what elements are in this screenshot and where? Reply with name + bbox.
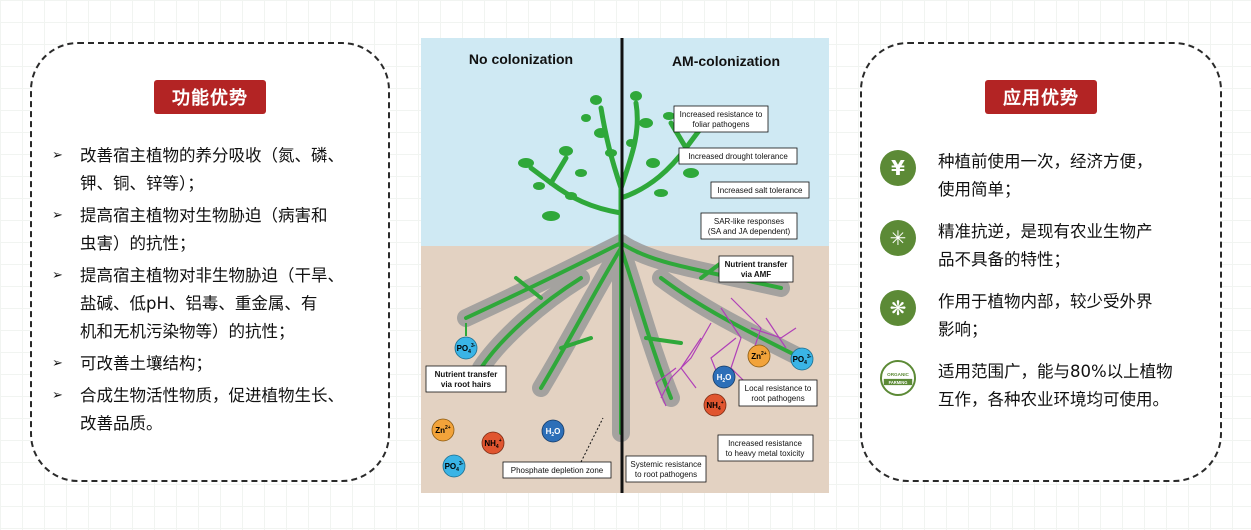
functional-advantages-list: ➢改善宿主植物的养分吸收（氮、磷、钾、铜、锌等）； ➢提高宿主植物对生物胁迫（病…	[52, 142, 374, 442]
wheat-plant-icon: ✳	[880, 220, 916, 256]
svg-text:Systemic resistance: Systemic resistance	[630, 460, 702, 469]
application-advantages-panel: 应用优势 ¥ 种植前使用一次，经济方便，使用简单； ✳ 精准抗逆，是现有农业生物…	[860, 42, 1222, 482]
svg-text:NH4+: NH4+	[484, 438, 501, 450]
zn-ion-right: Zn2+	[747, 344, 771, 368]
svg-text:Zn2+: Zn2+	[435, 425, 451, 435]
salt-tolerance-box: Increased salt tolerance	[710, 181, 810, 199]
heading-am-colonization: AM-colonization	[672, 53, 780, 69]
po4-ion-left-bottom: PO43-	[442, 454, 466, 478]
svg-text:PO43-: PO43-	[457, 343, 476, 355]
heading-no-colonization: No colonization	[469, 51, 573, 67]
nh4-ion-left: NH4+	[481, 431, 505, 455]
foliar-resistance-box: Increased resistance to foliar pathogens	[673, 105, 769, 133]
list-item: ➢提高宿主植物对生物胁迫（病害和虫害）的抗性；	[52, 202, 374, 258]
svg-text:Nutrient transfer: Nutrient transfer	[435, 370, 498, 379]
svg-text:PO43-: PO43-	[793, 354, 812, 366]
svg-text:to heavy metal toxicity: to heavy metal toxicity	[726, 449, 805, 458]
svg-text:H2O: H2O	[717, 373, 732, 384]
po4-ion-right: PO43-	[790, 347, 814, 371]
arrow-bullet-icon: ➢	[52, 148, 63, 163]
list-item: ➢改善宿主植物的养分吸收（氮、磷、钾、铜、锌等）；	[52, 142, 374, 198]
am-colonization-diagram: No colonization AM-colonization Increase…	[421, 38, 829, 493]
list-item: ❋ 作用于植物内部，较少受外界影响；	[880, 288, 1206, 344]
list-item: ¥ 种植前使用一次，经济方便，使用简单；	[880, 148, 1206, 204]
yuan-coin-icon: ¥	[880, 150, 916, 186]
arrow-bullet-icon: ➢	[52, 208, 63, 223]
arrow-bullet-icon: ➢	[52, 356, 63, 371]
svg-text:Increased drought tolerance: Increased drought tolerance	[688, 152, 788, 161]
arrow-bullet-icon: ➢	[52, 388, 63, 403]
svg-text:FARMING: FARMING	[889, 380, 908, 385]
list-item: ➢合成生物活性物质，促进植物生长、改善品质。	[52, 382, 374, 438]
po4-ion-left-top: PO43-	[454, 336, 478, 360]
list-item: ➢提高宿主植物对非生物胁迫（干旱、盐碱、低pH、铝毒、重金属、有机和无机污染物等…	[52, 262, 374, 346]
application-advantages-list: ¥ 种植前使用一次，经济方便，使用简单； ✳ 精准抗逆，是现有农业生物产品不具备…	[880, 148, 1206, 428]
svg-text:Phosphate depletion zone: Phosphate depletion zone	[511, 466, 604, 475]
zn-ion-left: Zn2+	[431, 418, 455, 442]
nh4-ion-right: NH4+	[703, 393, 727, 417]
svg-text:H2O: H2O	[546, 427, 561, 438]
svg-text:SAR-like responses: SAR-like responses	[714, 217, 784, 226]
application-advantages-title: 应用优势	[985, 80, 1097, 114]
svg-text:Increased salt tolerance: Increased salt tolerance	[718, 186, 803, 195]
svg-text:root pathogens: root pathogens	[751, 394, 804, 403]
svg-text:via root hairs: via root hairs	[441, 380, 492, 389]
organic-farming-icon: ORGANIC FARMING	[880, 360, 916, 396]
arrow-bullet-icon: ➢	[52, 268, 63, 283]
drought-tolerance-box: Increased drought tolerance	[678, 147, 798, 165]
list-item: ➢可改善土壤结构；	[52, 350, 374, 378]
svg-text:Increased resistance to: Increased resistance to	[680, 110, 763, 119]
svg-text:Local resistance to: Local resistance to	[745, 384, 812, 393]
svg-text:Increased resistance: Increased resistance	[728, 439, 802, 448]
svg-text:ORGANIC: ORGANIC	[887, 372, 909, 377]
depletion-pointer	[580, 417, 604, 463]
svg-text:via AMF: via AMF	[741, 270, 771, 279]
list-item: ORGANIC FARMING 适用范围广，能与80%以上植物互作，各种农业环境…	[880, 358, 1206, 414]
systemic-resistance-box: Systemic resistance to root pathogens	[625, 455, 707, 483]
h2o-molecule-left: H2O	[541, 419, 565, 443]
sprout-leaf-icon: ❋	[880, 290, 916, 326]
svg-text:Nutrient transfer: Nutrient transfer	[725, 260, 788, 269]
plant-leaves	[518, 91, 709, 221]
svg-text:Zn2+: Zn2+	[751, 351, 767, 361]
h2o-molecule-right: H2O	[712, 365, 736, 389]
nutrient-transfer-amf-box: Nutrient transfer via AMF	[718, 255, 794, 283]
svg-text:foliar pathogens: foliar pathogens	[693, 120, 750, 129]
sky-background	[421, 38, 829, 246]
svg-text:(SA and JA dependent): (SA and JA dependent)	[708, 227, 791, 236]
svg-text:NH4+: NH4+	[706, 400, 723, 412]
list-item: ✳ 精准抗逆，是现有农业生物产品不具备的特性；	[880, 218, 1206, 274]
heavy-metal-resistance-box: Increased resistance to heavy metal toxi…	[717, 434, 814, 462]
functional-advantages-panel: 功能优势 ➢改善宿主植物的养分吸收（氮、磷、钾、铜、锌等）； ➢提高宿主植物对生…	[30, 42, 390, 482]
local-resistance-box: Local resistance to root pathogens	[738, 379, 818, 407]
svg-text:to root pathogens: to root pathogens	[635, 470, 697, 479]
functional-advantages-title: 功能优势	[154, 80, 266, 114]
svg-text:PO43-: PO43-	[445, 461, 464, 473]
sar-responses-box: SAR-like responses (SA and JA dependent)	[700, 212, 798, 240]
phosphate-depletion-zone-box: Phosphate depletion zone	[502, 461, 612, 479]
nutrient-transfer-root-hairs-box: Nutrient transfer via root hairs	[425, 365, 507, 393]
